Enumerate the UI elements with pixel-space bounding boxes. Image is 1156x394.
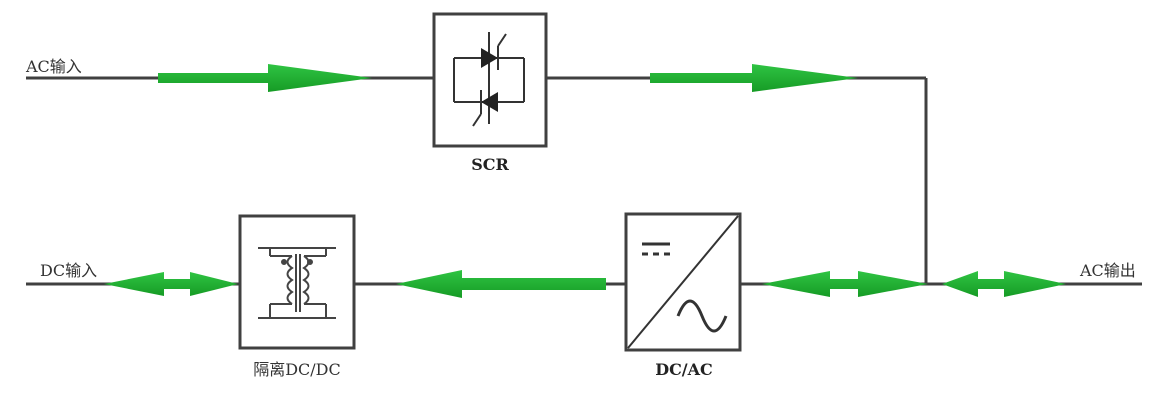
- ac-output-label: AC输出: [1079, 261, 1136, 280]
- dc-input-label: DC输入: [40, 261, 97, 280]
- thyristor-pair-icon: [453, 32, 525, 127]
- bidirectional-arrow-icon: [942, 271, 1066, 297]
- dcac-block: DC/AC: [624, 212, 742, 379]
- scr-label: SCR: [471, 155, 509, 174]
- arrow-right-icon: [158, 64, 372, 92]
- isolated-dcdc-block: 隔离DC/DC: [238, 214, 356, 379]
- scr-block: SCR: [432, 12, 548, 174]
- isolated-dcdc-label: 隔离DC/DC: [253, 360, 341, 379]
- transformer-icon: [258, 247, 336, 319]
- dcac-label: DC/AC: [655, 360, 713, 379]
- arrow-right-icon: [650, 64, 858, 92]
- arrow-left-icon: [396, 270, 606, 298]
- bidirectional-arrow-icon: [762, 271, 928, 297]
- inverter-icon: [627, 215, 739, 349]
- ac-input-label: AC输入: [25, 57, 82, 76]
- bidirectional-arrow-icon: [104, 272, 238, 296]
- flow-arrows: [104, 64, 1066, 298]
- wires: [26, 76, 1142, 286]
